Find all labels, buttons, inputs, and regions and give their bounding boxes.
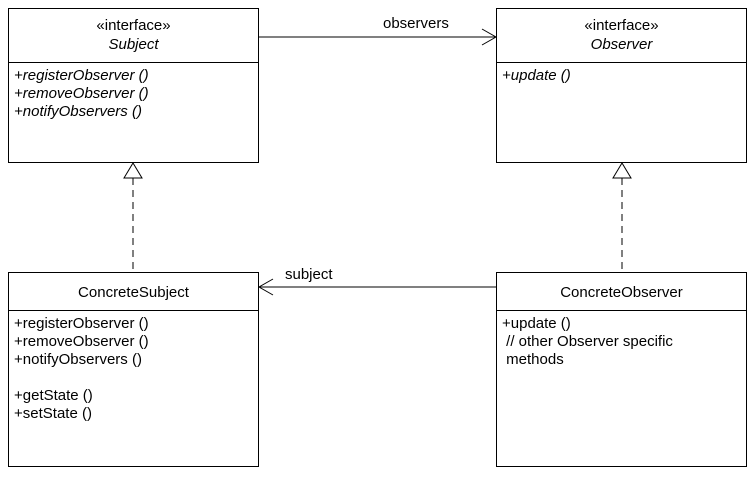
subject-realization-triangle xyxy=(123,162,143,179)
subject-arrowhead xyxy=(257,278,274,296)
subject-name: Subject xyxy=(108,36,159,53)
concrete-observer-box: ConcreteObserver +update () // other Obs… xyxy=(496,272,747,467)
concrete-subject-op-remove: +removeObserver () xyxy=(14,333,149,350)
concrete-observer-name: ConcreteObserver xyxy=(560,284,683,301)
concrete-subject-header: ConcreteSubject xyxy=(9,273,258,311)
observer-interface-box: «interface» Observer +update () xyxy=(496,8,747,163)
subject-stereotype: «interface» xyxy=(96,17,171,34)
concrete-observer-operations: +update () // other Observer specific me… xyxy=(497,311,746,369)
subject-operations: +registerObserver () +removeObserver () … xyxy=(9,63,258,121)
concrete-subject-operations: +registerObserver () +removeObserver () … xyxy=(9,311,258,423)
concrete-subject-op-setstate: +setState () xyxy=(14,405,92,422)
concrete-observer-header: ConcreteObserver xyxy=(497,273,746,311)
subject-header: «interface» Subject xyxy=(9,9,258,63)
observer-operations: +update () xyxy=(497,63,746,85)
concrete-observer-op-update: +update () xyxy=(502,315,571,332)
concrete-observer-comment-line1: // other Observer specific xyxy=(502,333,673,350)
observer-name: Observer xyxy=(590,36,653,53)
concrete-subject-op-getstate: +getState () xyxy=(14,387,93,404)
subject-op-register: +registerObserver () xyxy=(14,67,149,84)
concrete-subject-op-spacer xyxy=(14,369,258,387)
concrete-subject-name: ConcreteSubject xyxy=(78,284,189,301)
observer-header: «interface» Observer xyxy=(497,9,746,63)
observer-stereotype: «interface» xyxy=(584,17,659,34)
observer-realization-triangle xyxy=(612,162,632,179)
observers-association-label: observers xyxy=(383,15,449,32)
concrete-subject-box: ConcreteSubject +registerObserver () +re… xyxy=(8,272,259,467)
subject-op-remove: +removeObserver () xyxy=(14,85,149,102)
subject-interface-box: «interface» Subject +registerObserver ()… xyxy=(8,8,259,163)
concrete-subject-op-notify: +notifyObservers () xyxy=(14,351,142,368)
observer-op-update: +update () xyxy=(502,67,571,84)
concrete-observer-comment-line2: methods xyxy=(502,351,564,368)
concrete-subject-op-register: +registerObserver () xyxy=(14,315,149,332)
subject-association-label: subject xyxy=(285,266,333,283)
subject-op-notify: +notifyObservers () xyxy=(14,103,142,120)
